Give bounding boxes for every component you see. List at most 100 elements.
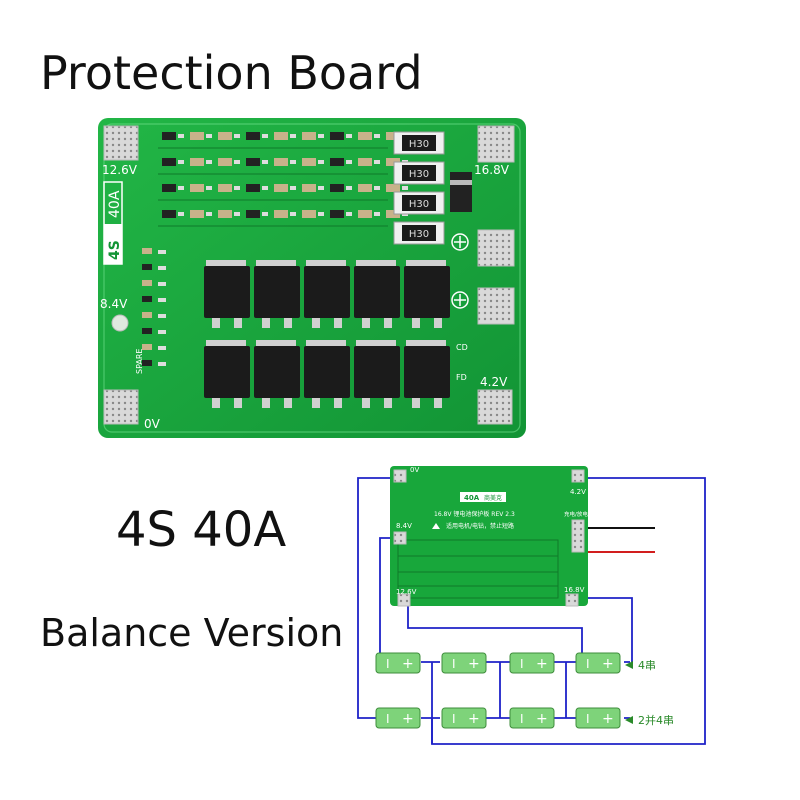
smd-pad bbox=[158, 298, 166, 302]
svg-text:I: I bbox=[520, 657, 524, 671]
label-16v8: 16.8V bbox=[474, 163, 510, 177]
mini-label-12v6: 12.6V bbox=[396, 588, 417, 596]
battery-cell: I+ bbox=[509, 652, 555, 674]
mosfet-leg bbox=[312, 318, 320, 328]
mini-text-line2: 适用电机/电钻，禁止短路 bbox=[446, 522, 514, 530]
smd-pad bbox=[234, 186, 240, 190]
row1-label: 4串 bbox=[638, 659, 656, 672]
battery-cell: I+ bbox=[575, 652, 621, 674]
mosfet-tab bbox=[306, 260, 346, 270]
mini-label-16v8: 16.8V bbox=[564, 586, 585, 594]
mosfet-leg bbox=[312, 398, 320, 408]
mosfet-body bbox=[354, 266, 400, 318]
title: Protection Board bbox=[40, 46, 423, 100]
mosfet-body bbox=[254, 346, 300, 398]
smd-pad bbox=[158, 314, 166, 318]
pad-4v2 bbox=[477, 389, 513, 425]
mosfet-tab bbox=[356, 260, 396, 270]
smd-part bbox=[274, 132, 288, 140]
resistor-text: H30 bbox=[409, 169, 429, 180]
svg-text:I: I bbox=[386, 657, 390, 671]
smd-part bbox=[358, 132, 372, 140]
battery-cell: I+ bbox=[375, 707, 421, 729]
smd-pad bbox=[374, 186, 380, 190]
smd-pad bbox=[374, 134, 380, 138]
mosfet-body bbox=[204, 266, 250, 318]
mosfet-leg bbox=[412, 318, 420, 328]
mosfet-tab bbox=[406, 340, 446, 350]
mini-label-0v: 0V bbox=[410, 466, 419, 474]
pad-12v6 bbox=[103, 125, 139, 161]
mini-badge-cn: 商美克 bbox=[484, 494, 502, 502]
svg-text:+: + bbox=[536, 656, 548, 672]
mini-board bbox=[390, 466, 588, 606]
smd-pad bbox=[318, 212, 324, 216]
label-4v2: 4.2V bbox=[480, 375, 508, 389]
mosfet-leg bbox=[212, 318, 220, 328]
mini-label-4v2: 4.2V bbox=[570, 488, 586, 496]
smd-part bbox=[274, 184, 288, 192]
version-label: Balance Version bbox=[40, 611, 344, 655]
model-label: 4S 40A bbox=[116, 502, 287, 558]
label-12v6: 12.6V bbox=[102, 163, 138, 177]
pad-16v8 bbox=[477, 125, 515, 163]
resistor-face bbox=[402, 165, 436, 181]
smd-pad bbox=[234, 134, 240, 138]
smd-part bbox=[190, 184, 204, 192]
mini-text-line1: 16.8V 锂电池保护板 REV 2.3 bbox=[434, 510, 515, 518]
mosfet-body bbox=[204, 346, 250, 398]
smd-part bbox=[142, 264, 152, 270]
smd-part bbox=[142, 280, 152, 286]
mosfet-leg bbox=[262, 398, 270, 408]
mini-pad-label: 充电/放电 bbox=[564, 510, 588, 518]
svg-text:+: + bbox=[536, 711, 548, 727]
svg-text:+: + bbox=[402, 656, 414, 672]
battery-cell: I+ bbox=[441, 652, 487, 674]
smd-pad bbox=[346, 186, 352, 190]
smd-part bbox=[142, 248, 152, 254]
mosfet-tab bbox=[356, 340, 396, 350]
smd-part bbox=[190, 210, 204, 218]
cell-row-2: I+ I+ I+ I+ bbox=[375, 707, 621, 729]
smd-part bbox=[302, 184, 316, 192]
smd-part bbox=[218, 158, 232, 166]
wiring-diagram: 0V 4.2V 8.4V 12.6V 16.8V 充电/放电 40A 商美克 1… bbox=[357, 466, 706, 745]
smd-pad bbox=[158, 282, 166, 286]
smd-pad bbox=[374, 160, 380, 164]
smd-pad bbox=[402, 186, 408, 190]
smd-pad bbox=[290, 186, 296, 190]
smd-part bbox=[274, 210, 288, 218]
smd-part bbox=[386, 184, 400, 192]
smd-pad bbox=[234, 160, 240, 164]
smd-part bbox=[386, 158, 400, 166]
smd-pad bbox=[158, 330, 166, 334]
smd-pad bbox=[290, 212, 296, 216]
smd-pad bbox=[318, 186, 324, 190]
resistor-text: H30 bbox=[409, 229, 429, 240]
mosfet-leg bbox=[434, 398, 442, 408]
smd-part bbox=[162, 132, 176, 140]
svg-text:+: + bbox=[402, 711, 414, 727]
cell-row-1: I+ I+ I+ I+ bbox=[375, 652, 621, 674]
smd-part bbox=[302, 132, 316, 140]
battery-cell: I+ bbox=[375, 652, 421, 674]
resistor-face bbox=[402, 195, 436, 211]
svg-text:I: I bbox=[452, 657, 456, 671]
svg-text:I: I bbox=[452, 712, 456, 726]
svg-text:I: I bbox=[520, 712, 524, 726]
mini-badge: 40A bbox=[464, 494, 480, 502]
smd-part bbox=[358, 210, 372, 218]
smd-part bbox=[386, 210, 400, 218]
smd-part bbox=[142, 312, 152, 318]
mosfet-leg bbox=[334, 318, 342, 328]
mosfet-array bbox=[204, 260, 450, 408]
smd-pad bbox=[158, 346, 166, 350]
mosfet-tab bbox=[306, 340, 346, 350]
mosfet-leg bbox=[334, 398, 342, 408]
smd-part bbox=[246, 210, 260, 218]
smd-part bbox=[330, 158, 344, 166]
label-cd: CD bbox=[456, 343, 468, 352]
mosfet-leg bbox=[384, 398, 392, 408]
smd-part bbox=[162, 158, 176, 166]
mosfet-leg bbox=[284, 318, 292, 328]
